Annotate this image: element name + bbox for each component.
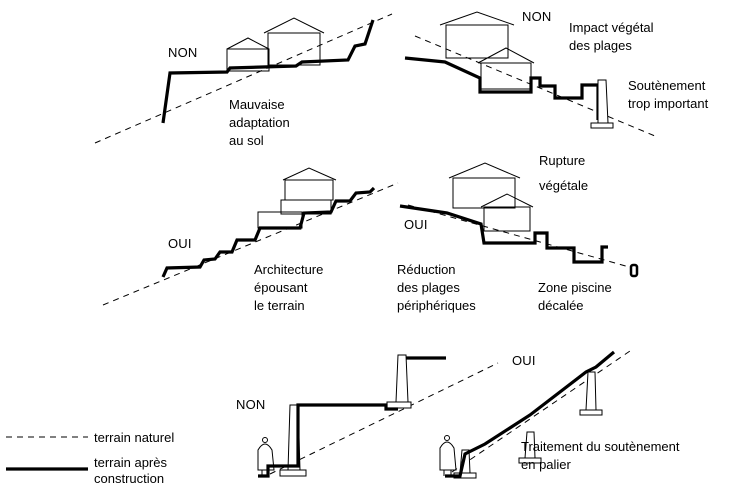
verdict-mid-right: OUI (404, 217, 428, 232)
built-terrain-line (161, 19, 375, 124)
caption-line: périphériques (397, 298, 476, 313)
caption-line: Rupture (539, 153, 586, 168)
caption-line: décalée (538, 298, 584, 313)
caption-line: Architecture (254, 262, 324, 277)
scene-top-right-drawing (404, 11, 656, 137)
person-figure-icon (257, 437, 275, 476)
built-terrain-line (404, 56, 600, 120)
caption-line: Zone piscine (538, 280, 612, 295)
retaining-wall-upper (579, 371, 603, 416)
house-large (263, 17, 325, 66)
caption-line: Réduction (397, 262, 456, 277)
verdict-top-right: NON (522, 9, 552, 24)
pool (629, 263, 639, 278)
caption-line: végétale (539, 178, 589, 193)
caption-line: des plages (569, 38, 632, 53)
caption-line: Mauvaise (229, 97, 285, 112)
person-figure-icon (439, 435, 457, 476)
caption-line: le terrain (254, 298, 305, 313)
caption-line: Soutènement (628, 78, 706, 93)
retaining-wall-upper (386, 354, 412, 409)
built-terrain-line (445, 350, 616, 478)
scene-mid-right-drawing (399, 162, 641, 278)
built-terrain-line (258, 403, 398, 478)
legend-natural-label: terrain naturel (94, 430, 175, 445)
scene-bottom-right-drawing (439, 350, 631, 479)
house-small (226, 37, 270, 72)
stepped-house (257, 167, 337, 229)
scene-bottom-left-drawing (257, 354, 499, 478)
built-terrain-line (399, 204, 608, 264)
house-lower (480, 193, 534, 232)
caption-line: Impact végétal (569, 20, 654, 35)
verdict-mid-left: OUI (168, 236, 192, 251)
verdict-top-left: NON (168, 45, 198, 60)
caption-line: trop important (628, 96, 709, 111)
verdict-bottom-right: OUI (512, 353, 536, 368)
legend-built-label: construction (94, 471, 165, 486)
caption-line: des plages (397, 280, 460, 295)
retaining-wall (590, 79, 614, 129)
caption-line: adaptation (229, 115, 290, 130)
caption-line: épousant (254, 280, 308, 295)
built-terrain-line (161, 186, 376, 278)
retaining-wall-middle (518, 431, 542, 464)
house-lower (477, 47, 535, 90)
natural-terrain-line (269, 362, 499, 475)
scene-top-left-drawing (94, 13, 393, 144)
scene-mid-left-drawing (102, 167, 399, 306)
caption-line: Traitement du soutènement (521, 439, 680, 454)
natural-terrain-line (451, 350, 631, 473)
legend-built-label: terrain après (94, 455, 167, 470)
caption-line: en palier (521, 457, 571, 472)
natural-terrain-line (94, 13, 393, 144)
caption-line: au sol (229, 133, 264, 148)
natural-terrain-line (102, 182, 399, 306)
verdict-bottom-left: NON (236, 397, 266, 412)
legend-symbols (6, 436, 88, 471)
